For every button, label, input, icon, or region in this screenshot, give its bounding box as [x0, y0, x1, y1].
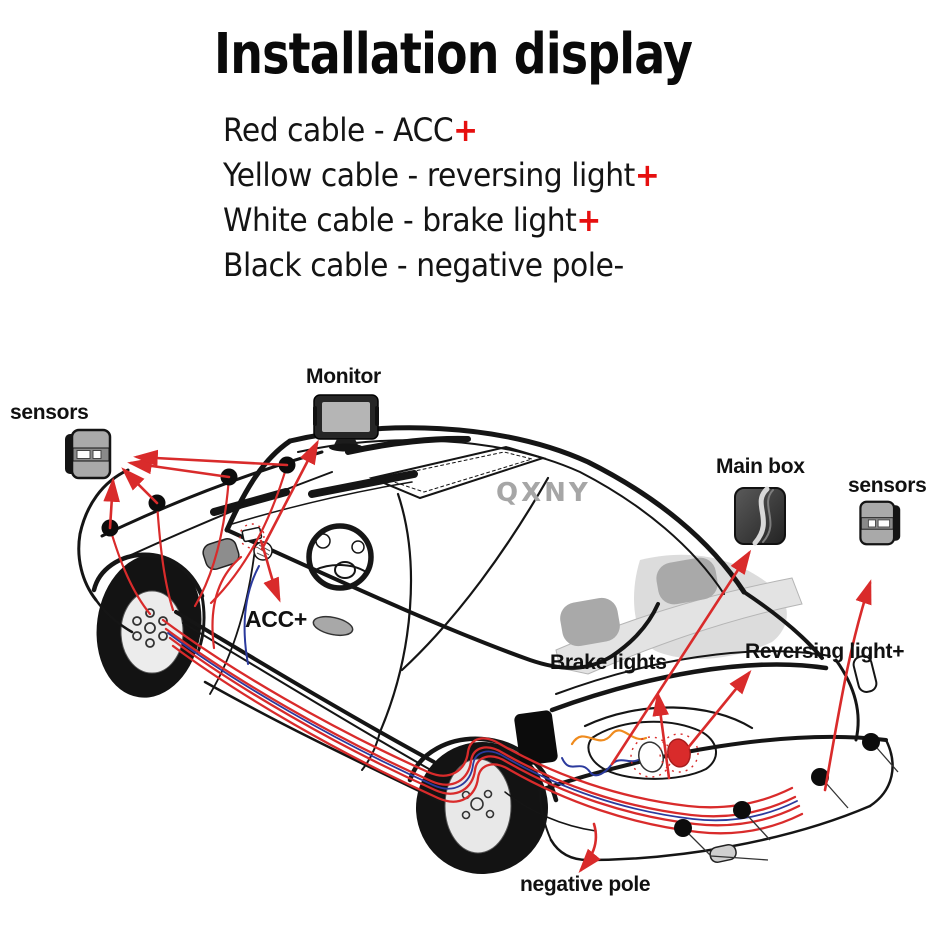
door-handle: [312, 615, 354, 637]
plus-sign: +: [453, 111, 478, 149]
legend-line-black-cable: Black cable - negative pole-: [223, 246, 624, 284]
steering-wheel: [306, 523, 374, 591]
arrow-to-main-box: [610, 549, 752, 766]
arrow-to-sensors-right: [823, 579, 872, 792]
label-monitor: Monitor: [306, 365, 381, 388]
arrow-to-brake-lights: [652, 691, 671, 780]
arrow-to-reversing-light: [685, 669, 752, 751]
brand-watermark: QXNY: [496, 478, 591, 508]
label-negative-pole: negative pole: [520, 873, 651, 896]
label-sensors-left: sensors: [10, 401, 89, 424]
legend-line-yellow-cable: Yellow cable - reversing light+: [223, 156, 660, 194]
label-sensors-right: sensors: [848, 474, 927, 497]
arrow-to-sensors-left: [127, 457, 231, 479]
exhaust-tip: [709, 844, 737, 863]
wiring-harness: [108, 463, 804, 835]
blue-wire: [561, 757, 639, 777]
main-box-icon: [734, 486, 786, 546]
reversing-bulb: [638, 741, 664, 773]
cable-legend: Red cable - ACC+ Yellow cable - reversin…: [223, 108, 660, 288]
car-details: [202, 523, 737, 863]
label-reversing-light: Reversing light+: [745, 640, 905, 663]
parking-sensor-icon: [65, 428, 112, 480]
arrow-to-acc: [259, 539, 281, 603]
label-acc: ACC+: [245, 606, 308, 632]
trunk-black-box: [514, 710, 558, 766]
arrow-to-sensors-left: [133, 449, 289, 467]
rear-sensor-dots: [674, 733, 899, 861]
page-title: Installation display: [214, 22, 693, 87]
side-mirror: [202, 537, 240, 571]
annotation-arrows: [103, 439, 872, 873]
plus-sign: +: [576, 201, 601, 239]
label-brake-lights: Brake lights: [550, 651, 667, 674]
arrow-to-negative-pole: [578, 822, 601, 873]
car-body-lines: [77, 425, 894, 862]
arrow-to-sensors-left: [103, 477, 120, 530]
monitor-icon: [313, 394, 379, 452]
brake-bulb: [667, 738, 691, 768]
plus-sign: +: [634, 156, 660, 194]
arrow-to-monitor: [260, 439, 319, 551]
arrow-to-sensors-left: [121, 467, 159, 505]
orange-wire: [570, 729, 648, 746]
front-wheel: [96, 554, 202, 698]
legend-line-red-cable: Red cable - ACC+: [223, 111, 478, 149]
label-main-box: Main box: [716, 455, 805, 478]
tail-light-cluster: [239, 523, 699, 778]
legend-line-white-cable: White cable - brake light+: [223, 201, 601, 239]
parking-sensor-icon: [859, 500, 901, 546]
